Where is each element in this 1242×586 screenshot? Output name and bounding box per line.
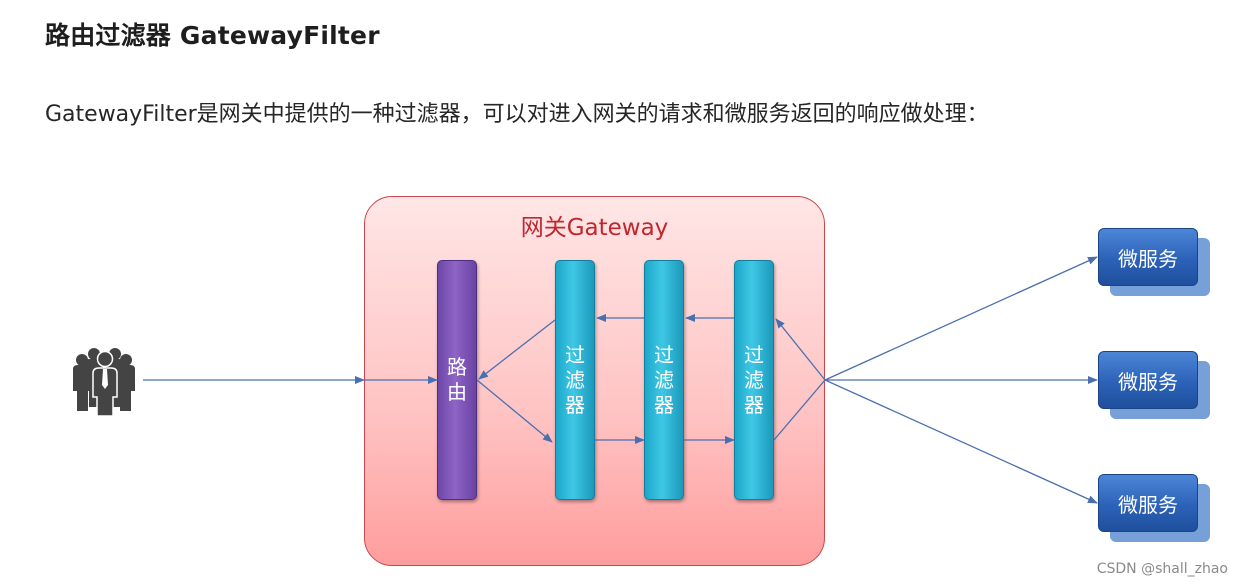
- service-1-label: 微服务: [1098, 228, 1198, 286]
- page-description: GatewayFilter是网关中提供的一种过滤器，可以对进入网关的请求和微服务…: [45, 102, 989, 127]
- gateway-label: 网关Gateway: [520, 215, 669, 241]
- filter-label-1: 过滤器: [565, 342, 585, 417]
- service-2-label: 微服务: [1098, 351, 1198, 409]
- route-label: 路由: [447, 355, 467, 404]
- service-3-label: 微服务: [1098, 474, 1198, 532]
- arrow-hub-to-service-1: [824, 256, 1098, 381]
- users-group-icon: [73, 348, 135, 417]
- watermark: CSDN @shall_zhao: [1096, 561, 1228, 577]
- filter-label-2: 过滤器: [654, 342, 674, 417]
- filter-block-1: 过滤器: [555, 260, 595, 500]
- filter-label-3: 过滤器: [744, 342, 764, 417]
- service-1: 微服务: [1098, 228, 1210, 296]
- filter-block-2: 过滤器: [644, 260, 684, 500]
- arrow-hub-to-service-3: [824, 379, 1098, 504]
- filter-block-3: 过滤器: [734, 260, 774, 500]
- page-title: 路由过滤器 GatewayFilter: [45, 21, 380, 50]
- arrow-hub-to-filter-3: [775, 318, 826, 381]
- arrow-route-to-filter-1: [476, 379, 553, 443]
- arrow-filter-1-to-route: [478, 319, 556, 380]
- service-2: 微服务: [1098, 351, 1210, 419]
- service-3: 微服务: [1098, 474, 1210, 542]
- line-filter-3-to-hub: [773, 379, 826, 441]
